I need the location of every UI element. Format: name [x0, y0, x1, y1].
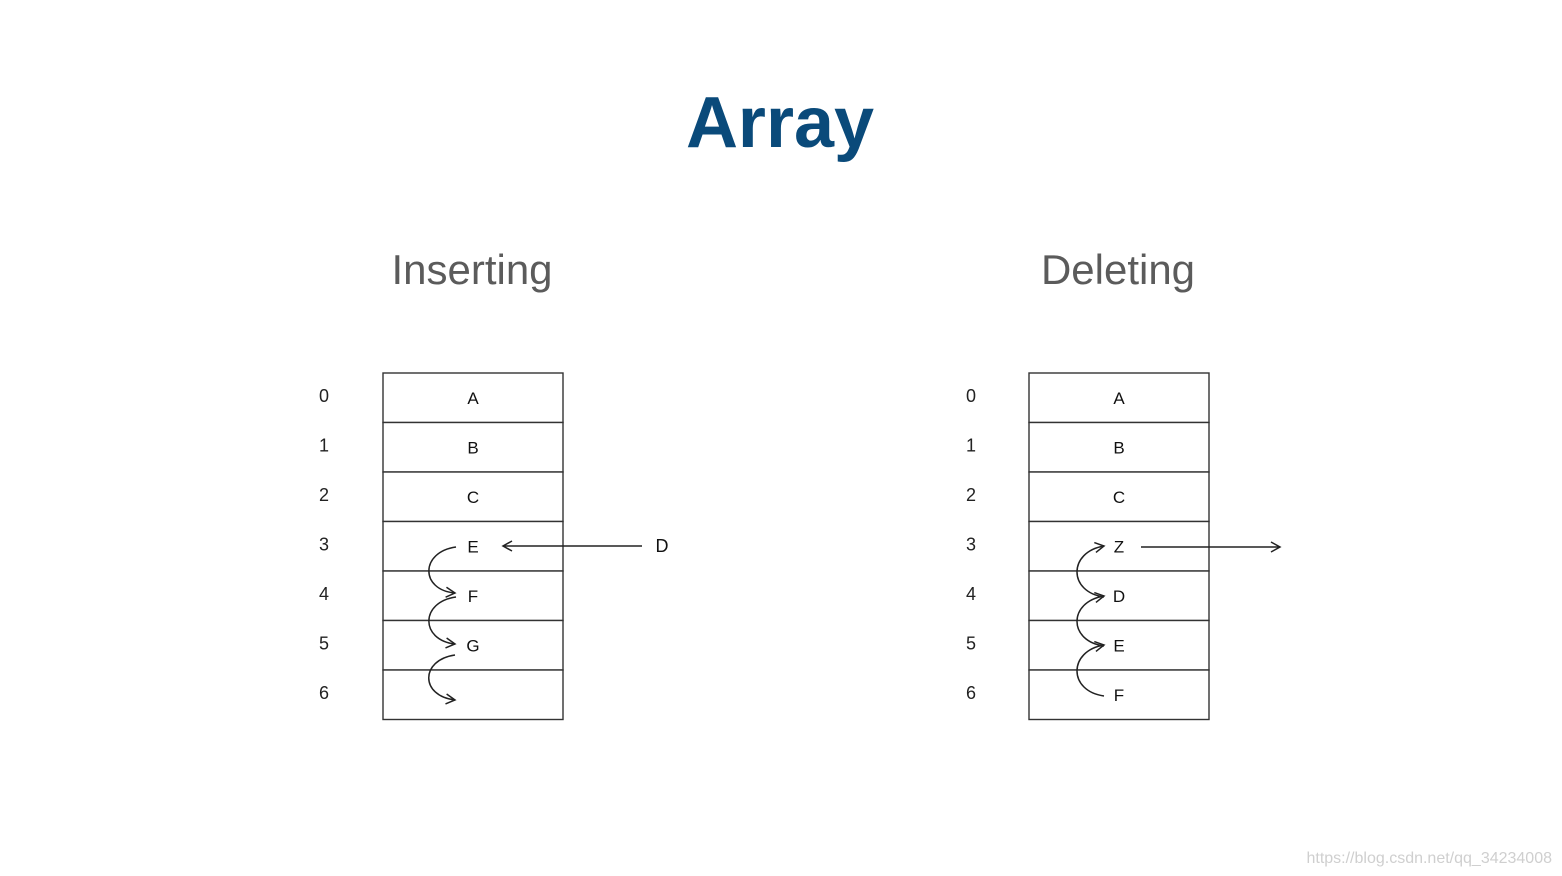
- inserting-index-1: 1: [319, 435, 329, 455]
- deleting-index-2: 2: [966, 485, 976, 505]
- deleting-cell-value-2: C: [1113, 488, 1125, 507]
- shift-arrow-f-to-g: [428, 596, 457, 649]
- inserting-cell-0: [382, 372, 564, 424]
- deleting-index-4: 4: [966, 584, 976, 604]
- deleting-cell-2: [1028, 471, 1210, 523]
- deleting-cell-value-5: E: [1113, 636, 1124, 655]
- deleting-cell-4: [1028, 570, 1210, 622]
- deleting-cell-6: [1028, 669, 1210, 721]
- deleting-heading: Deleting: [1041, 246, 1195, 293]
- inserting-index-4: 4: [319, 584, 329, 604]
- watermark: https://blog.csdn.net/qq_34234008: [1306, 850, 1552, 867]
- inserting-index-6: 6: [319, 683, 329, 703]
- deleting-index-0: 0: [966, 386, 976, 406]
- deleting-index-1: 1: [966, 435, 976, 455]
- deleting-cell-value-3: Z: [1114, 537, 1124, 556]
- inserting-cell-2: [382, 471, 564, 523]
- inserting-array: A 0B 1C 2E 3F 4G 5 6: [319, 372, 564, 721]
- inserting-cell-6: [382, 669, 564, 721]
- deleting-cell-value-1: B: [1113, 438, 1124, 457]
- shift-arrow-d-to-z: [1076, 541, 1106, 598]
- page-title: Array: [686, 83, 874, 163]
- inserting-cell-1: [382, 421, 564, 473]
- deleting-cell-5: [1028, 619, 1210, 671]
- deleting-index-5: 5: [966, 633, 976, 653]
- shift-arrow-e-to-d: [1076, 591, 1106, 647]
- incoming-element-label: D: [656, 536, 669, 556]
- inserting-index-5: 5: [319, 633, 329, 653]
- inserting-cell-5: [382, 619, 564, 671]
- shift-arrow-e-to-f: [428, 546, 457, 598]
- deleting-cell-value-4: D: [1113, 587, 1125, 606]
- inserting-cell-value-2: C: [467, 488, 479, 507]
- inserting-cell-4: [382, 570, 564, 622]
- inserting-heading: Inserting: [391, 246, 552, 293]
- shift-arrow-f-to-e: [1076, 640, 1106, 697]
- inserting-cell-value-0: A: [467, 389, 479, 408]
- inserting-cell-value-5: G: [466, 636, 479, 655]
- shift-arrow-g-to-empty: [428, 654, 457, 705]
- deleting-cell-value-0: A: [1113, 389, 1125, 408]
- deleting-cell-value-6: F: [1114, 686, 1124, 705]
- deleting-cell-1: [1028, 421, 1210, 473]
- inserting-cell-value-4: F: [468, 587, 478, 606]
- deleting-array: A 0B 1C 2Z 3D 4E 5F 6: [966, 372, 1210, 721]
- inserting-index-0: 0: [319, 386, 329, 406]
- deleting-index-6: 6: [966, 683, 976, 703]
- inserting-cell-value-1: B: [467, 438, 478, 457]
- inserting-cell-value-3: E: [467, 537, 478, 556]
- inserting-index-2: 2: [319, 485, 329, 505]
- deleting-index-3: 3: [966, 534, 976, 554]
- inserting-index-3: 3: [319, 534, 329, 554]
- deleting-cell-0: [1028, 372, 1210, 424]
